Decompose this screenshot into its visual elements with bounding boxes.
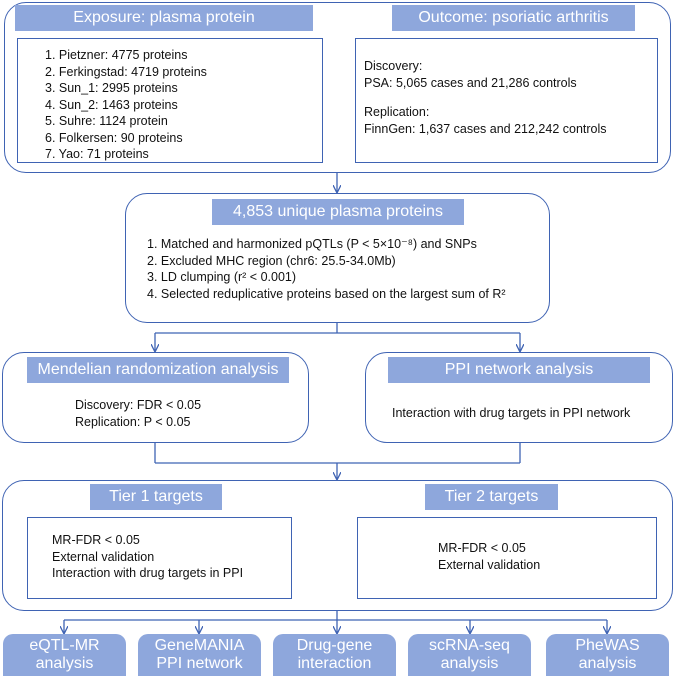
- exposure-item: 4. Sun_2: 1463 proteins: [45, 97, 178, 112]
- exposure-item: 2. Ferkingstad: 4719 proteins: [45, 64, 207, 79]
- bottom-analysis: scRNA-seq analysis: [408, 634, 531, 676]
- bottom-analysis: PheWAS analysis: [546, 634, 669, 676]
- outcome-discovery-text: PSA: 5,065 cases and 21,286 controls: [364, 75, 577, 90]
- bottom-analysis-line2: analysis: [440, 655, 499, 672]
- exposure-item: 7. Yao: 71 proteins: [45, 147, 149, 161]
- bottom-analysis-line1: GeneMANIA: [154, 637, 245, 654]
- bottom-analysis-line1: Drug-gene: [296, 637, 373, 654]
- proteins-step: 2. Excluded MHC region (chr6: 25.5-34.0M…: [147, 253, 396, 268]
- proteins-steps: 1. Matched and harmonized pQTLs (P < 5×1…: [147, 236, 506, 302]
- bottom-analysis-line2: interaction: [297, 655, 372, 672]
- outcome-title: Outcome: psoriatic arthritis: [392, 5, 635, 31]
- outcome-replication-text: FinnGen: 1,637 cases and 212,242 control…: [364, 121, 607, 136]
- tier1-criteria: MR-FDR < 0.05 External validation Intera…: [52, 532, 243, 582]
- proteins-title: 4,853 unique plasma proteins: [212, 199, 464, 225]
- bottom-analysis: GeneMANIA PPI network: [138, 634, 261, 676]
- proteins-step: 1. Matched and harmonized pQTLs (P < 5×1…: [147, 237, 477, 251]
- bottom-analysis-line1: scRNA-seq: [429, 637, 510, 654]
- exposure-item: 5. Suhre: 1124 protein: [45, 114, 168, 128]
- bottom-analysis-line2: PPI network: [156, 655, 243, 672]
- bottom-analysis-line2: analysis: [578, 655, 637, 672]
- bottom-analysis-line2: analysis: [35, 655, 94, 672]
- mr-title: Mendelian randomization analysis: [27, 357, 289, 383]
- outcome-discovery: Discovery: PSA: 5,065 cases and 21,286 c…: [364, 58, 577, 91]
- exposure-title: Exposure: plasma protein: [15, 5, 313, 31]
- tier2-box: MR-FDR < 0.05 External validation: [357, 517, 657, 599]
- exposure-item: 1. Pietzner: 4775 proteins: [45, 48, 188, 62]
- ppi-criteria: Interaction with drug targets in PPI net…: [392, 405, 630, 422]
- tier1-criterion: Interaction with drug targets in PPI: [52, 566, 244, 580]
- mr-criteria: Discovery: FDR < 0.05 Replication: P < 0…: [75, 397, 201, 430]
- exposure-box: 1. Pietzner: 4775 proteins 2. Ferkingsta…: [17, 38, 323, 163]
- tier2-criterion: MR-FDR < 0.05: [438, 541, 526, 555]
- proteins-step: 3. LD clumping (r² < 0.001): [147, 270, 297, 284]
- outcome-discovery-label: Discovery:: [364, 59, 423, 73]
- mr-criterion: Discovery: FDR < 0.05: [75, 398, 202, 412]
- ppi-criterion: Interaction with drug targets in PPI net…: [392, 406, 631, 420]
- outcome-replication: Replication: FinnGen: 1,637 cases and 21…: [364, 104, 607, 137]
- ppi-title: PPI network analysis: [388, 357, 650, 383]
- mr-criterion: Replication: P < 0.05: [75, 414, 191, 429]
- bottom-analysis-line1: eQTL-MR: [29, 637, 100, 654]
- proteins-step: 4. Selected reduplicative proteins based…: [147, 286, 506, 301]
- tier1-criterion: External validation: [52, 549, 155, 564]
- bottom-analysis: Drug-gene interaction: [273, 634, 396, 676]
- exposure-item: 6. Folkersen: 90 proteins: [45, 130, 183, 145]
- tier2-criteria: MR-FDR < 0.05 External validation: [438, 540, 540, 573]
- tier1-title: Tier 1 targets: [90, 484, 222, 510]
- tier2-title: Tier 2 targets: [425, 484, 558, 510]
- exposure-item: 3. Sun_1: 2995 proteins: [45, 81, 178, 95]
- bottom-analysis-line1: PheWAS: [575, 637, 640, 654]
- tier1-criterion: MR-FDR < 0.05: [52, 533, 140, 547]
- exposure-list: 1. Pietzner: 4775 proteins 2. Ferkingsta…: [45, 47, 207, 163]
- bottom-analysis: eQTL-MR analysis: [3, 634, 126, 676]
- outcome-replication-label: Replication:: [364, 105, 430, 119]
- tier2-criterion: External validation: [438, 557, 541, 572]
- outcome-box: Discovery: PSA: 5,065 cases and 21,286 c…: [355, 38, 658, 163]
- tier1-box: MR-FDR < 0.05 External validation Intera…: [27, 517, 292, 599]
